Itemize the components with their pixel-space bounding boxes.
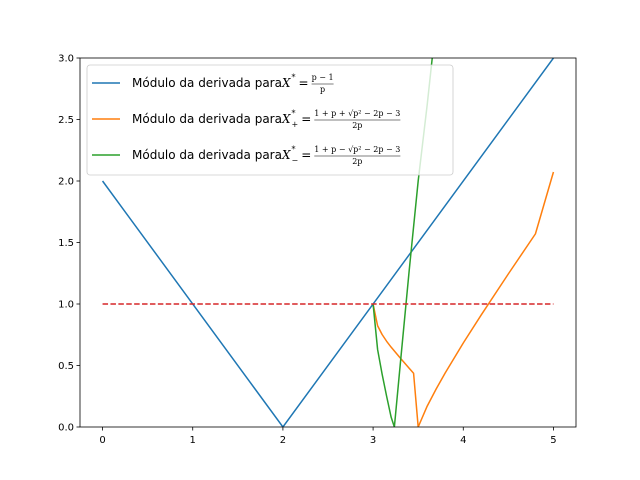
legend-numerator: p − 1: [312, 73, 334, 82]
legend-denominator: p: [320, 85, 325, 94]
legend-symbol: X: [281, 76, 291, 90]
legend-entry: Módulo da derivada para X* +=1 + p + √p² …: [92, 109, 401, 130]
legend-symbol: X: [281, 112, 291, 126]
y-tick-label: 0.5: [58, 361, 74, 372]
x-tick-label: 0: [99, 435, 105, 446]
legend-entry: Módulo da derivada para X* −=1 + p − √p² …: [92, 145, 401, 166]
y-tick-label: 3.0: [58, 54, 74, 65]
legend-denominator: 2p: [352, 121, 362, 130]
legend-label: Módulo da derivada para: [132, 76, 282, 90]
legend-superscript: *: [292, 109, 296, 118]
y-tick-label: 0.0: [58, 423, 74, 434]
series-line-1: [372, 171, 555, 427]
series-line-0: [101, 58, 555, 427]
legend-numerator: 1 + p + √p² − 2p − 3: [314, 109, 400, 118]
legend: Módulo da derivada para X*=p − 1pMódulo …: [86, 64, 454, 176]
legend-superscript: *: [292, 145, 296, 154]
legend-subscript: +: [292, 120, 299, 129]
legend-label: Módulo da derivada para: [132, 148, 282, 162]
y-tick-label: 2.0: [58, 177, 74, 188]
legend-superscript: *: [292, 73, 296, 82]
x-tick-label: 5: [550, 435, 556, 446]
x-tick-label: 2: [280, 435, 286, 446]
y-tick-label: 2.5: [58, 115, 74, 126]
y-tick-label: 1.5: [58, 238, 74, 249]
legend-frame: [86, 64, 454, 176]
y-tick-label: 1.0: [58, 300, 74, 311]
legend-denominator: 2p: [352, 157, 362, 166]
axis-layer: 0 1 2 3 4 5 0.0 0.5 1.0 1.5 2.0 2.5 3.0: [58, 54, 557, 447]
legend-equals: =: [299, 76, 309, 90]
legend-label: Módulo da derivada para: [132, 112, 282, 126]
x-tick-label: 3: [370, 435, 376, 446]
x-tick-label: 1: [190, 435, 196, 446]
x-tick-label: 4: [460, 435, 466, 446]
legend-symbol: X: [281, 148, 291, 162]
legend-equals: =: [301, 148, 311, 162]
legend-entry: Módulo da derivada para X*=p − 1 p: [92, 73, 334, 94]
legend-numerator: 1 + p − √p² − 2p − 3: [314, 145, 400, 154]
legend-equals: =: [301, 112, 311, 126]
legend-subscript: −: [292, 156, 299, 165]
